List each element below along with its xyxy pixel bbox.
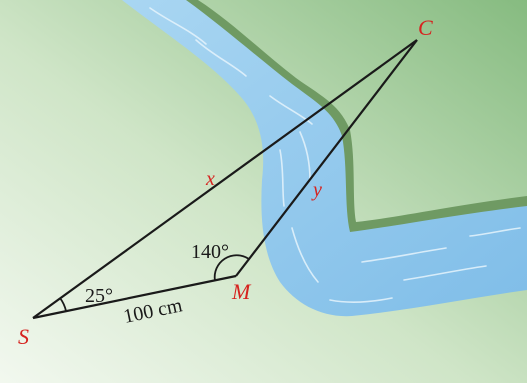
point-label-s: S [18, 324, 29, 349]
river-highlights [149, 7, 521, 303]
angle-arc-s [59, 297, 67, 312]
point-label-c: C [418, 15, 433, 40]
river [122, 0, 527, 317]
side-sm [32, 274, 237, 320]
point-label-m: M [231, 279, 252, 304]
angle-label-s: 25° [85, 285, 113, 307]
angle-label-m: 140° [191, 241, 229, 263]
side-mc [235, 39, 418, 277]
side-label-x: x [205, 168, 215, 190]
angle-arc-m [213, 254, 250, 282]
side-label-y: y [311, 179, 322, 201]
side-sc [32, 39, 418, 319]
triangle [32, 39, 418, 320]
